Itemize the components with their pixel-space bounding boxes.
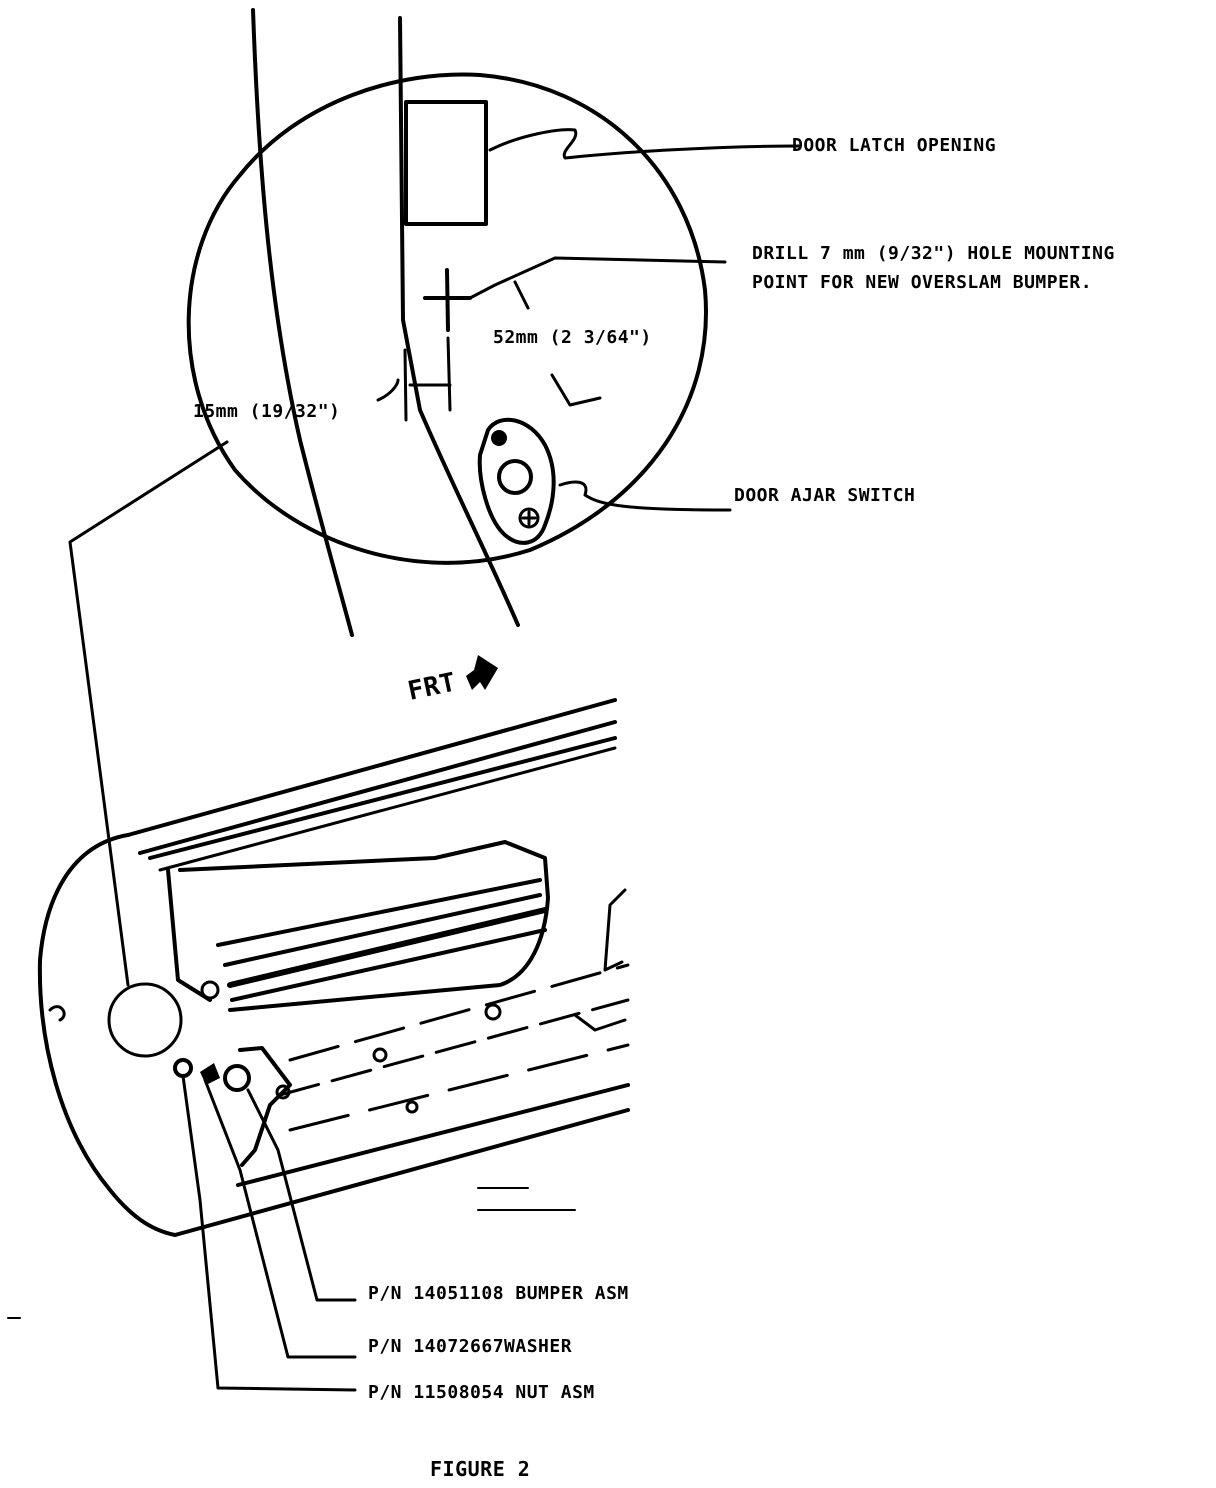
- door-clip: [573, 1013, 627, 1032]
- label-drill-line2: POINT FOR NEW OVERSLAM BUMPER.: [752, 272, 1092, 293]
- washer-shape: [200, 1063, 220, 1085]
- door-assembly: [37, 698, 630, 1237]
- body-line-right: [398, 16, 520, 627]
- leader-15mm: [68, 440, 229, 987]
- body-line-lower-3: [288, 1043, 630, 1132]
- dim-15-leader: [376, 378, 400, 402]
- panel-hole-5: [405, 1100, 419, 1114]
- handle-line-4: [230, 928, 547, 1002]
- door-rail-2: [138, 720, 617, 855]
- handle-line-2: [223, 893, 542, 967]
- body-line-left: [251, 8, 354, 637]
- leader-washer: [203, 1078, 357, 1359]
- dim-52-extension: [446, 336, 452, 412]
- switch-screw-bottom: [518, 507, 540, 529]
- leader-nut: [181, 1074, 357, 1392]
- body-line-lower-1: [278, 998, 630, 1097]
- door-tab: [603, 888, 627, 972]
- door-pin: [48, 1005, 66, 1022]
- leader-bumper: [246, 1088, 357, 1302]
- door-rail-3: [148, 736, 617, 860]
- switch-screw-top: [491, 430, 507, 446]
- switch-screw-cross: [521, 510, 537, 526]
- label-door-latch-opening: DOOR LATCH OPENING: [792, 135, 996, 156]
- handle-line-1: [216, 878, 542, 947]
- label-dim-52: 52mm (2 3/64"): [493, 327, 652, 348]
- dim-52-leader: [550, 373, 602, 407]
- panel-hole-2: [484, 1003, 502, 1021]
- detail-view: [186, 8, 708, 637]
- panel-hole-4: [275, 1084, 291, 1100]
- label-pn-nut: P/N 11508054 NUT ASM: [368, 1382, 595, 1403]
- door-rail-4: [158, 746, 617, 872]
- door-ajar-switch-plate: [477, 417, 556, 545]
- label-pn-washer: P/N 14072667WASHER: [368, 1336, 572, 1357]
- body-line-lower-2: [288, 963, 630, 1062]
- nut-circle: [173, 1058, 193, 1078]
- front-arrow-group: [466, 655, 498, 690]
- panel-hole-3: [372, 1047, 388, 1063]
- leader-drill: [468, 256, 727, 300]
- door-end-curve: [37, 833, 177, 1237]
- inner-panel-left: [166, 868, 212, 1002]
- handle-outline: [178, 840, 550, 1012]
- dim-52-arrow: [513, 280, 530, 310]
- handle-line-3: [227, 907, 548, 988]
- door-ajar-switch-hole: [497, 459, 533, 495]
- detail-leaders: [68, 128, 802, 987]
- drill-crosshair: [423, 268, 472, 332]
- label-door-ajar-switch: DOOR AJAR SWITCH: [734, 485, 915, 506]
- striker-circle: [107, 982, 183, 1058]
- figure-caption: FIGURE 2: [430, 1457, 530, 1481]
- label-pn-bumper: P/N 14051108 BUMPER ASM: [368, 1283, 629, 1304]
- label-dim-15: 15mm (19/32"): [193, 401, 340, 422]
- dim-15-lines: [403, 348, 452, 422]
- stamp-underline: [477, 1187, 576, 1211]
- door-latch-opening-rect: [404, 100, 488, 226]
- leader-door-ajar: [558, 480, 732, 512]
- door-lower-edge: [236, 1083, 630, 1187]
- door-rail-1: [126, 698, 617, 837]
- label-drill-line1: DRILL 7 mm (9/32") HOLE MOUNTING: [752, 243, 1115, 264]
- arrow-icon: [466, 655, 498, 690]
- door-bottom-edge: [173, 1108, 630, 1237]
- latch-bracket: [238, 1046, 292, 1167]
- label-frt: FRT: [405, 667, 459, 706]
- bumper-circle: [223, 1064, 251, 1092]
- panel-hole-1: [200, 980, 220, 1000]
- part-leaders: [181, 1074, 357, 1392]
- leader-door-latch: [488, 128, 802, 160]
